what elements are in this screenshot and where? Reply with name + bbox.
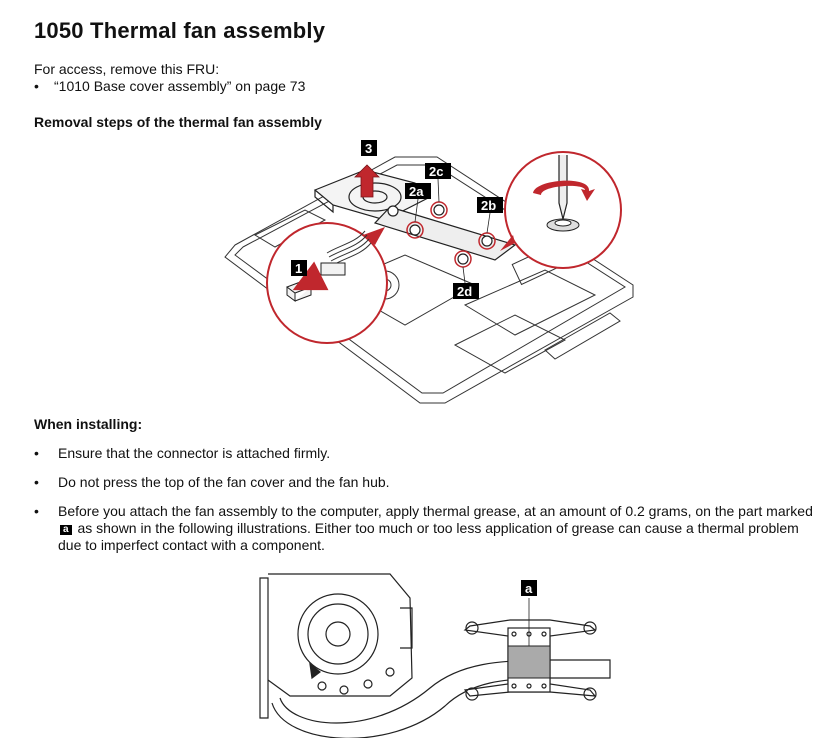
connector-magnifier [266, 222, 388, 344]
svg-text:1: 1 [295, 261, 302, 276]
lift-arrow-icon [354, 164, 380, 198]
svg-text:a: a [525, 581, 533, 596]
install-step-text: Before you attach the fan assembly to th… [58, 503, 824, 554]
fan-housing [259, 573, 413, 719]
screwdriver-magnifier [500, 151, 622, 269]
rotate-arrow-icon [533, 180, 595, 201]
page-title: 1050 Thermal fan assembly [34, 18, 326, 43]
callout-2a: 2a [405, 183, 431, 199]
svg-text:3: 3 [365, 141, 372, 156]
bullet-icon: • [34, 445, 39, 461]
callout-2b: 2b [477, 197, 503, 213]
bullet-icon: • [34, 474, 39, 490]
disconnect-arrow-icon [292, 261, 329, 291]
svg-text:2c: 2c [429, 164, 443, 179]
heat-pipe [271, 659, 611, 738]
screwdriver-icon [558, 155, 568, 220]
access-link[interactable]: “1010 Base cover assembly” on page 73 [54, 78, 306, 94]
step3-text-part1: Before you attach the fan assembly to th… [58, 503, 813, 519]
bullet-icon: • [34, 78, 39, 94]
install-steps-list: • Ensure that the connector is attached … [34, 445, 824, 566]
removal-illustration: 3 2c 2a 2b 1 2d [224, 140, 634, 404]
marker-a-badge: a [60, 525, 72, 535]
svg-text:2d: 2d [457, 284, 472, 299]
callout-1: 1 [291, 260, 307, 276]
callout-2d: 2d [453, 283, 479, 299]
grease-area [507, 645, 551, 679]
install-step-text: Ensure that the connector is attached fi… [58, 445, 331, 461]
svg-text:2a: 2a [409, 184, 424, 199]
bullet-icon: • [34, 503, 39, 519]
callout-2c: 2c [425, 163, 451, 179]
thermal-grease-illustration: a [259, 573, 611, 738]
access-list-item: • “1010 Base cover assembly” on page 73 [34, 78, 305, 95]
removal-heading: Removal steps of the thermal fan assembl… [34, 114, 322, 130]
screw-icons [387, 204, 493, 265]
callout-a: a [521, 580, 537, 596]
access-section: For access, remove this FRU: • “1010 Bas… [34, 61, 305, 95]
callout-3: 3 [361, 140, 377, 156]
list-item: • Do not press the top of the fan cover … [34, 474, 824, 491]
svg-text:2b: 2b [481, 198, 496, 213]
install-heading: When installing: [34, 416, 143, 432]
access-intro: For access, remove this FRU: [34, 61, 220, 77]
install-step-text: Do not press the top of the fan cover an… [58, 474, 390, 490]
list-item: • Before you attach the fan assembly to … [34, 503, 824, 554]
list-item: • Ensure that the connector is attached … [34, 445, 824, 462]
step3-text-part2: as shown in the following illustrations.… [58, 520, 799, 553]
